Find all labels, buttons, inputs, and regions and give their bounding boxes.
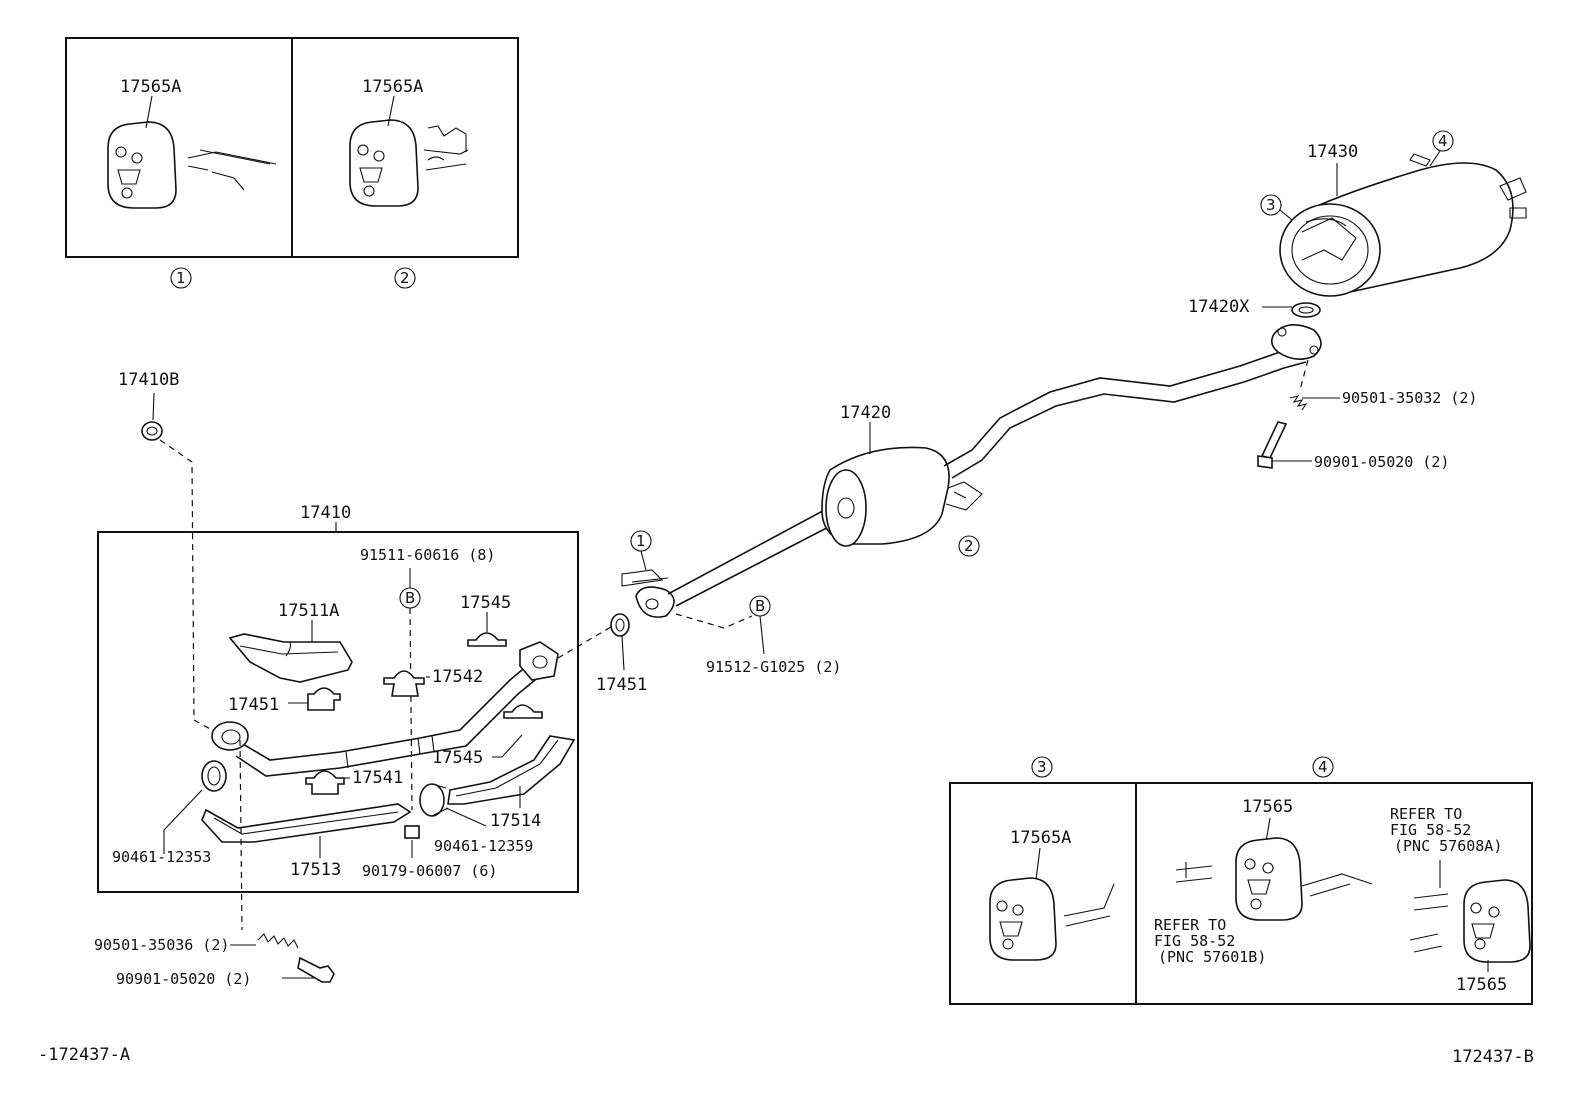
callout-2-inset: 2 xyxy=(400,269,410,287)
callout-3-inset: 3 xyxy=(1037,758,1047,776)
label-90501-35032: 90501-35032 (2) xyxy=(1342,389,1477,407)
label-17451-box: 17451 xyxy=(228,695,279,715)
label-17545-lower: 17545 xyxy=(432,748,483,768)
label-90901-05020-rear: 90901-05020 (2) xyxy=(1314,453,1449,471)
label-17565A-1: 17565A xyxy=(120,77,181,97)
clamp-17541 xyxy=(305,770,345,795)
callout-1-inset: 1 xyxy=(176,269,186,287)
label-17565-top: 17565 xyxy=(1242,797,1293,817)
muffler-assembly-17430: 17430 4 3 17420X 90501-35032 (2) 90901-0… xyxy=(1188,130,1527,471)
clamp-90461-12353 xyxy=(201,760,227,792)
spring-90501-35036 xyxy=(257,933,299,949)
refer-right-line1: REFER TO xyxy=(1390,805,1462,823)
figure-number-right: 172437-B xyxy=(1452,1047,1534,1067)
center-pipe-assembly: 17451 1 B 91512-G1025 (2) 17420 2 xyxy=(596,324,1322,695)
label-90461-12353: 90461-12353 xyxy=(112,848,211,866)
gasket-17420X xyxy=(1291,302,1321,318)
center-pipe-flange xyxy=(635,586,675,618)
refer-left-line2: FIG 58-52 xyxy=(1154,932,1235,950)
label-17565A-2: 17565A xyxy=(362,77,423,97)
label-90501-35036: 90501-35036 (2) xyxy=(94,936,229,954)
spring-bolt-front: 90501-35036 (2) 90901-05020 (2) xyxy=(94,739,335,988)
label-17410B: 17410B xyxy=(118,370,179,390)
label-17545-top: 17545 xyxy=(460,593,511,613)
clamp-17545-lower xyxy=(503,704,543,719)
heat-insulator-17514 xyxy=(447,735,576,805)
label-91512-G1025: 91512-G1025 (2) xyxy=(706,658,841,676)
label-17410: 17410 xyxy=(300,503,351,523)
callout-4-muffler: 4 xyxy=(1438,132,1448,150)
label-17514: 17514 xyxy=(490,811,541,831)
gasket-17410B xyxy=(141,421,163,441)
refer-left-line1: REFER TO xyxy=(1154,916,1226,934)
pipe-flange-rear xyxy=(519,641,559,681)
spring-90501-35032 xyxy=(1289,395,1308,411)
callout-3-muffler: 3 xyxy=(1266,196,1276,214)
inset-detail-3-4: 3 4 17565A 17565 REFER TO FIG 58-52 (PNC… xyxy=(949,756,1533,1005)
label-90461-12359: 90461-12359 xyxy=(434,837,533,855)
hanger-17565A-detail-1 xyxy=(107,121,277,209)
gasket-17451 xyxy=(610,613,630,637)
refer-right-line2: FIG 58-52 xyxy=(1390,821,1471,839)
refer-right-line3: (PNC 57608A) xyxy=(1394,837,1502,855)
callout-1-center: 1 xyxy=(636,532,646,550)
hanger-17565-lower xyxy=(1463,879,1531,963)
hanger-17565A-detail-3 xyxy=(989,877,1115,961)
clamp-17545-top xyxy=(467,632,507,647)
clamp-17451 xyxy=(307,687,341,711)
nut-90179-06007 xyxy=(404,825,420,839)
tail-pipe-flange xyxy=(1270,324,1322,360)
label-17565A-3: 17565A xyxy=(1010,828,1071,848)
label-17513: 17513 xyxy=(290,860,341,880)
front-pipe-assembly-17410: 17410B 17410 91511-60616 (8) B 17511A 17… xyxy=(97,370,617,893)
label-17565-bottom: 17565 xyxy=(1456,975,1507,995)
callout-B-left: B xyxy=(405,589,415,607)
inset-detail-1-2: 17565A 17565A 1 2 xyxy=(65,37,519,289)
heat-insulator-17513 xyxy=(201,803,412,843)
callout-2-center: 2 xyxy=(964,537,974,555)
label-90901-05020-front: 90901-05020 (2) xyxy=(116,970,251,988)
bolt-90901-05020-front xyxy=(297,956,335,983)
label-17430: 17430 xyxy=(1307,142,1358,162)
label-90179-06007: 90179-06007 (6) xyxy=(362,862,497,880)
label-17541: 17541 xyxy=(352,768,403,788)
label-17451-gasket: 17451 xyxy=(596,675,647,695)
bolt-90901-05020-rear xyxy=(1260,421,1288,459)
label-17420X: 17420X xyxy=(1188,297,1250,317)
figure-number-left: -172437-A xyxy=(38,1045,130,1065)
pipe-flange-front xyxy=(211,721,249,751)
hanger-17565-upper xyxy=(1235,837,1303,921)
label-17420: 17420 xyxy=(840,403,891,423)
label-17542: 17542 xyxy=(432,667,483,687)
label-91511-60616: 91511-60616 (8) xyxy=(360,546,495,564)
refer-left-line3: (PNC 57601B) xyxy=(1158,948,1266,966)
callout-B-center: B xyxy=(755,597,765,615)
hanger-17565A-detail-2 xyxy=(349,119,469,207)
tail-pipe xyxy=(943,345,1307,479)
heat-insulator-17511A xyxy=(228,633,353,683)
callout-4-inset: 4 xyxy=(1318,758,1328,776)
bracket-17542 xyxy=(383,670,425,697)
label-17511A: 17511A xyxy=(278,601,339,621)
